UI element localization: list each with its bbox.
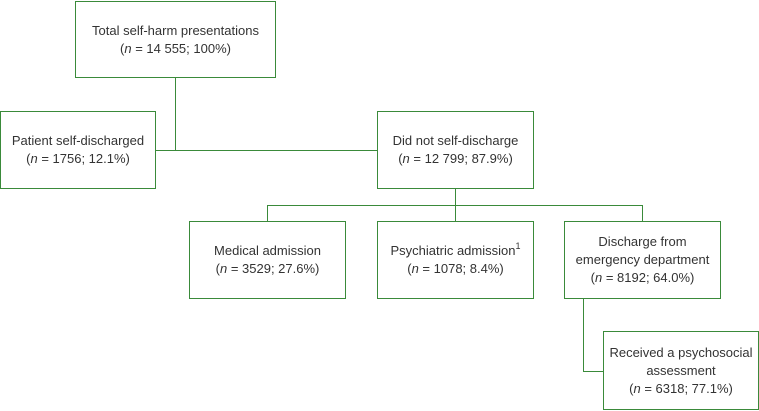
node-self-discharged: Patient self-discharged (n = 1756; 12.1%… [0,111,156,189]
connector-total-down [175,78,176,150]
connector-psychosocial-horizontal [583,371,604,372]
node-stat-value: = 1078; 8.4% [418,261,500,276]
node-stat: (n = 1078; 8.4%) [407,261,504,276]
connector-medical-up [267,205,268,222]
node-stat-value: = 3529; 27.6% [227,261,316,276]
node-stat: (n = 3529; 27.6%) [215,261,320,276]
connector-not-discharge-down [455,189,456,205]
n-label: n [411,261,419,276]
node-title: Total self-harm presentations [92,22,259,38]
node-stat-value: = 12 799; 87.9% [409,151,509,166]
connector-psychiatric-up [455,205,456,222]
node-stat: (n = 8192; 64.0%) [590,270,695,285]
node-title: Medical admission [214,243,321,258]
node-stat-value: = 8192; 64.0% [602,270,691,285]
connector-discharge-ed-down [583,299,584,371]
footnote-marker: 1 [515,240,521,251]
n-label: n [30,151,38,166]
n-label: n [594,270,603,285]
node-stat-value: = 14 555; 100% [131,40,227,56]
node-stat: (n = 12 799; 87.9%) [398,151,513,166]
connector-level2-horizontal [155,150,378,151]
node-did-not-self-discharge: Did not self-discharge (n = 12 799; 87.9… [377,111,534,189]
node-stat-value: = 1756; 12.1% [37,151,126,166]
n-label: n [633,380,641,396]
node-title: Psychiatric admission1 [390,240,521,260]
n-label: n [124,40,132,56]
node-stat: (n = 6318; 77.1%) [629,380,733,396]
node-total-presentations: Total self-harm presentations (n = 14 55… [75,1,276,78]
n-label: n [219,261,228,276]
node-title: Did not self-discharge [392,133,519,148]
node-title-line2: assessment [646,362,716,378]
node-title: Patient self-discharged [11,133,145,148]
node-psychosocial-assessment: Received a psychosocial assessment (n = … [603,331,759,410]
node-stat: (n = 14 555; 100%) [120,40,231,56]
n-label: n [402,151,410,166]
node-title-line1: Discharge from [598,234,687,249]
node-medical-admission: Medical admission (n = 3529; 27.6%) [189,221,346,299]
node-discharge-emergency-department: Discharge from emergency department (n =… [564,221,721,299]
node-psychiatric-admission: Psychiatric admission1 (n = 1078; 8.4%) [377,221,534,299]
node-title-line2: emergency department [575,252,710,267]
node-stat: (n = 1756; 12.1%) [26,151,130,166]
node-stat-value: = 6318; 77.1% [640,380,729,396]
node-title-line1: Received a psychosocial [609,344,753,360]
node-title-text: Psychiatric admission [390,243,516,258]
connector-discharge-ed-up [642,205,643,222]
